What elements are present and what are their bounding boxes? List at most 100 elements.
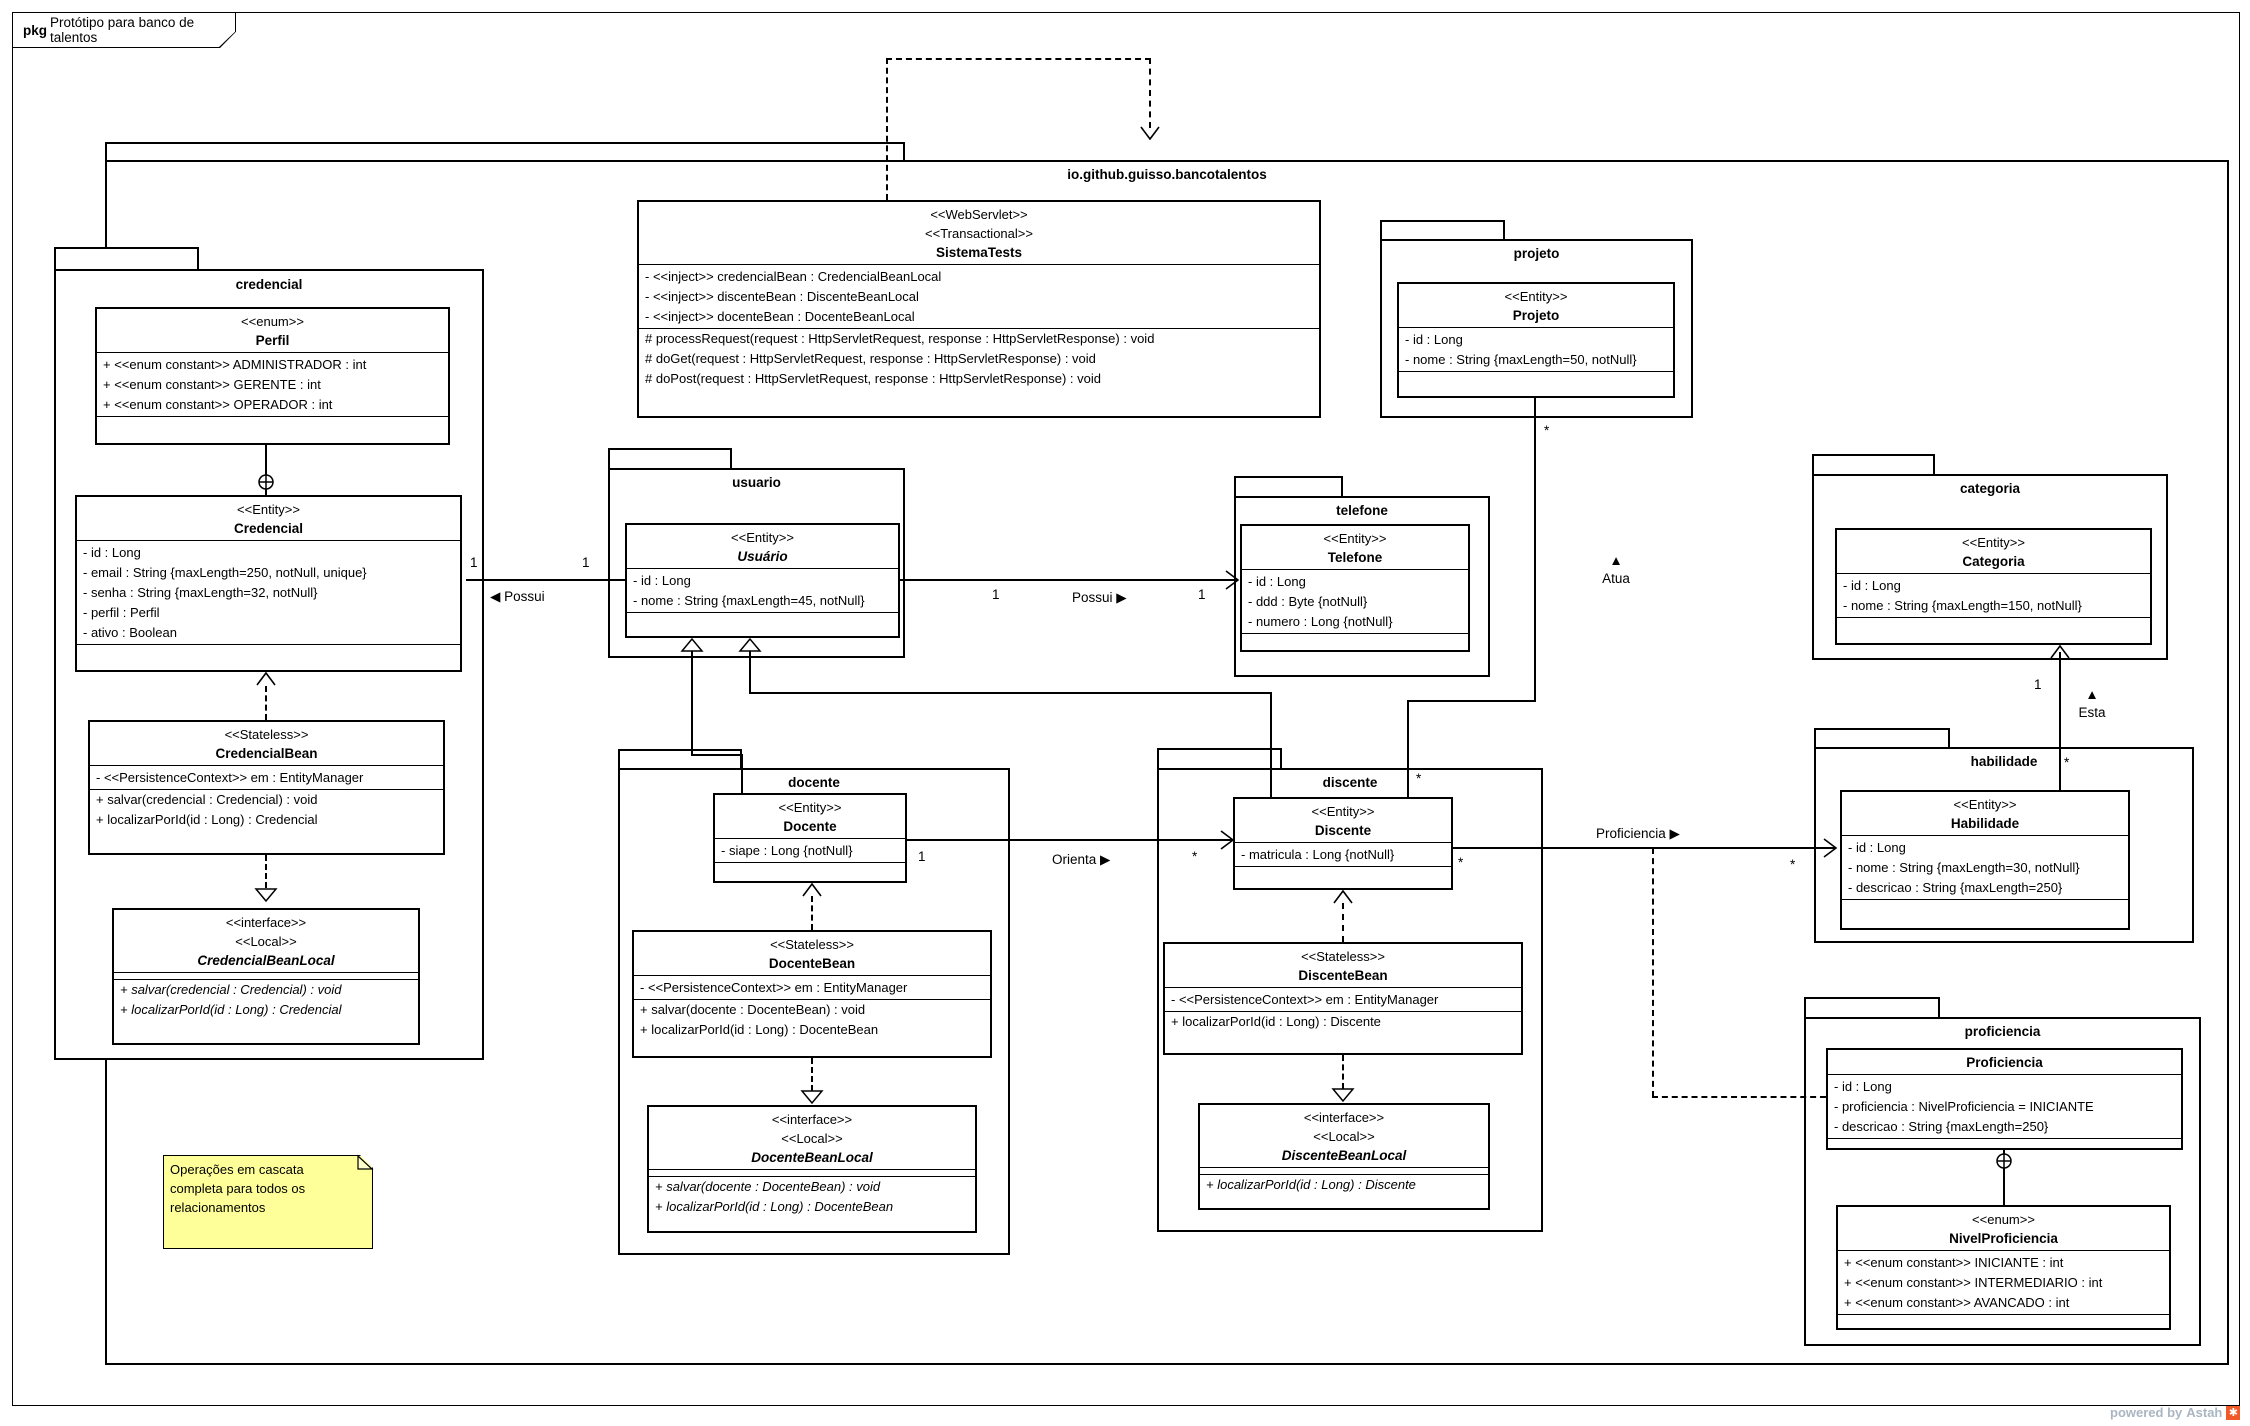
association-label: ▲ Atua	[1602, 553, 1630, 586]
class-docentebean[interactable]: <<Stateless>> DocenteBean - <<Persistenc…	[632, 930, 992, 1058]
stereotypes: <<Entity>>	[1839, 533, 2148, 552]
line-segment	[2003, 1150, 2005, 1205]
multiplicity-label: 1	[582, 555, 590, 570]
member-line: <<interface>>	[1303, 1110, 1385, 1125]
hollow-triangle-up-icon	[680, 637, 704, 652]
member-line: <<Entity>>	[1962, 535, 2025, 550]
member-line: <<Entity>>	[731, 530, 794, 545]
member-line: - numero : Long {notNull}	[1248, 614, 1393, 629]
class-name: Projeto	[1512, 308, 1560, 323]
attributes	[1200, 1167, 1488, 1174]
open-arrowhead-up-icon	[802, 882, 822, 897]
class-name: DocenteBean	[768, 956, 856, 971]
member-line: # doPost(request : HttpServletRequest, r…	[645, 371, 1101, 386]
class-name: Credencial	[233, 521, 304, 536]
line-segment	[886, 58, 1151, 60]
package-tab	[1812, 454, 1935, 476]
stereotypes: <<Stateless>>	[636, 935, 988, 954]
package-name: discente	[1322, 775, 1378, 790]
class-name: DiscenteBeanLocal	[1281, 1148, 1407, 1163]
stereotypes: <<interface>><<Local>>	[116, 913, 416, 951]
frame-kind-label: pkg	[23, 22, 48, 38]
enum-nivelproficiencia[interactable]: <<enum>> NivelProficiencia + <<enum cons…	[1836, 1205, 2171, 1330]
package-tab	[1804, 997, 1940, 1019]
member-line: <<WebServlet>>	[930, 207, 1028, 222]
member-line: - id : Long	[83, 545, 141, 560]
operations	[77, 644, 460, 670]
attributes	[649, 1169, 975, 1176]
class-usuario[interactable]: <<Entity>> Usuário - id : Long- nome : S…	[625, 523, 900, 638]
open-arrowhead-up-icon	[1333, 889, 1353, 904]
member-line: - <<PersistenceContext>> em : EntityMana…	[96, 770, 364, 785]
package-root-tab	[105, 142, 905, 162]
class-name: Categoria	[1962, 554, 2025, 569]
multiplicity-label: 1	[992, 587, 1000, 602]
member-line: - descricao : String {maxLength=250}	[1848, 880, 2063, 895]
class-credencial[interactable]: <<Entity>> Credencial - id : Long- email…	[75, 495, 462, 672]
member-line: + <<enum constant>> AVANCADO : int	[1844, 1295, 2070, 1310]
line-segment	[265, 855, 267, 888]
interface-docentebeanlocal[interactable]: <<interface>><<Local>> DocenteBeanLocal …	[647, 1105, 977, 1233]
interface-credencialbeanlocal[interactable]: <<interface>><<Local>> CredencialBeanLoc…	[112, 908, 420, 1045]
association-label: ◀ Possui	[490, 589, 545, 604]
member-line: - <<PersistenceContext>> em : EntityMana…	[640, 980, 908, 995]
class-header: <<interface>><<Local>> CredencialBeanLoc…	[114, 910, 418, 972]
member-line: + <<enum constant>> OPERADOR : int	[103, 397, 333, 412]
class-name: Docente	[783, 819, 837, 834]
member-line: + localizarPorId(id : Long) : Credencial	[96, 812, 318, 827]
package-name: proficiencia	[1964, 1024, 2041, 1039]
line-segment	[741, 754, 743, 793]
member-line: <<Entity>>	[778, 800, 842, 815]
class-telefone[interactable]: <<Entity>> Telefone - id : Long- ddd : B…	[1240, 524, 1470, 652]
attributes: - id : Long- ddd : Byte {notNull}- numer…	[1242, 569, 1468, 633]
member-line: - id : Long	[1834, 1079, 1892, 1094]
class-sistematests[interactable]: <<WebServlet>><<Transactional>> SistemaT…	[637, 200, 1321, 418]
class-header: <<Stateless>> DocenteBean	[634, 932, 990, 975]
package-name: telefone	[1336, 503, 1388, 518]
member-line: - proficiencia : NivelProficiencia = INI…	[1834, 1099, 2094, 1114]
class-header: <<Entity>> Habilidade	[1842, 792, 2128, 835]
member-line: <<interface>>	[771, 1112, 853, 1127]
attributes: - id : Long- nome : String {maxLength=50…	[1399, 327, 1673, 371]
attributes: - matricula : Long {notNull}	[1235, 842, 1451, 866]
class-discentebean[interactable]: <<Stateless>> DiscenteBean - <<Persisten…	[1163, 942, 1523, 1055]
multiplicity-label: *	[1192, 849, 1198, 864]
class-habilidade[interactable]: <<Entity>> Habilidade - id : Long- nome …	[1840, 790, 2130, 930]
class-categoria[interactable]: <<Entity>> Categoria - id : Long- nome :…	[1835, 528, 2152, 645]
enum-perfil[interactable]: <<enum>> Perfil + <<enum constant>> ADMI…	[95, 307, 450, 445]
stereotypes: <<enum>>	[99, 312, 446, 331]
class-header: <<interface>><<Local>> DocenteBeanLocal	[649, 1107, 975, 1169]
class-docente[interactable]: <<Entity>> Docente - siape : Long {notNu…	[713, 793, 907, 883]
member-line: - perfil : Perfil	[83, 605, 160, 620]
member-line: + <<enum constant>> GERENTE : int	[103, 377, 321, 392]
member-line: + localizarPorId(id : Long) : Discente	[1171, 1014, 1381, 1029]
attributes: - id : Long - proficiencia : NivelProfici…	[1828, 1074, 2181, 1138]
diagram-title: Protótipo para banco de talentos	[50, 15, 195, 45]
interface-discentebeanlocal[interactable]: <<interface>><<Local>> DiscenteBeanLocal…	[1198, 1103, 1490, 1210]
operations: # processRequest(request : HttpServletRe…	[639, 328, 1319, 416]
operations	[1235, 866, 1451, 888]
operations	[97, 416, 448, 443]
multiplicity-label: 1	[1198, 587, 1206, 602]
frame-tab: pkg Protótipo para banco de talentos	[13, 13, 235, 47]
line-segment	[1342, 903, 1344, 942]
attributes	[114, 972, 418, 979]
line-segment	[691, 651, 693, 756]
class-proficiencia[interactable]: Proficiencia - id : Long- proficiencia :…	[1826, 1048, 2183, 1150]
class-header: <<enum>> NivelProficiencia	[1838, 1207, 2169, 1250]
class-name: DocenteBeanLocal	[751, 1150, 873, 1165]
member-line: - nome : String {maxLength=45, notNull}	[633, 593, 865, 608]
class-name: SistemaTests	[935, 245, 1023, 260]
note-cascade-operations[interactable]: Operações em cascata completa para todos…	[163, 1155, 373, 1249]
class-credencialbean[interactable]: <<Stateless>> CredencialBean - <<Persist…	[88, 720, 445, 855]
package-name: habilidade	[1970, 754, 2038, 769]
class-projeto[interactable]: <<Entity>> Projeto - id : Long- nome : S…	[1397, 282, 1675, 398]
stereotypes: <<Entity>>	[1244, 529, 1466, 548]
package-tab	[618, 749, 742, 770]
package-tab	[1814, 728, 1950, 749]
association-label: Orienta ▶	[1052, 852, 1111, 867]
member-line: - descricao : String {maxLength=250}	[1834, 1119, 2049, 1134]
class-discente[interactable]: <<Entity>> Discente - matricula : Long {…	[1233, 797, 1453, 890]
multiplicity-label: 1	[470, 555, 478, 570]
line-segment	[886, 58, 888, 200]
